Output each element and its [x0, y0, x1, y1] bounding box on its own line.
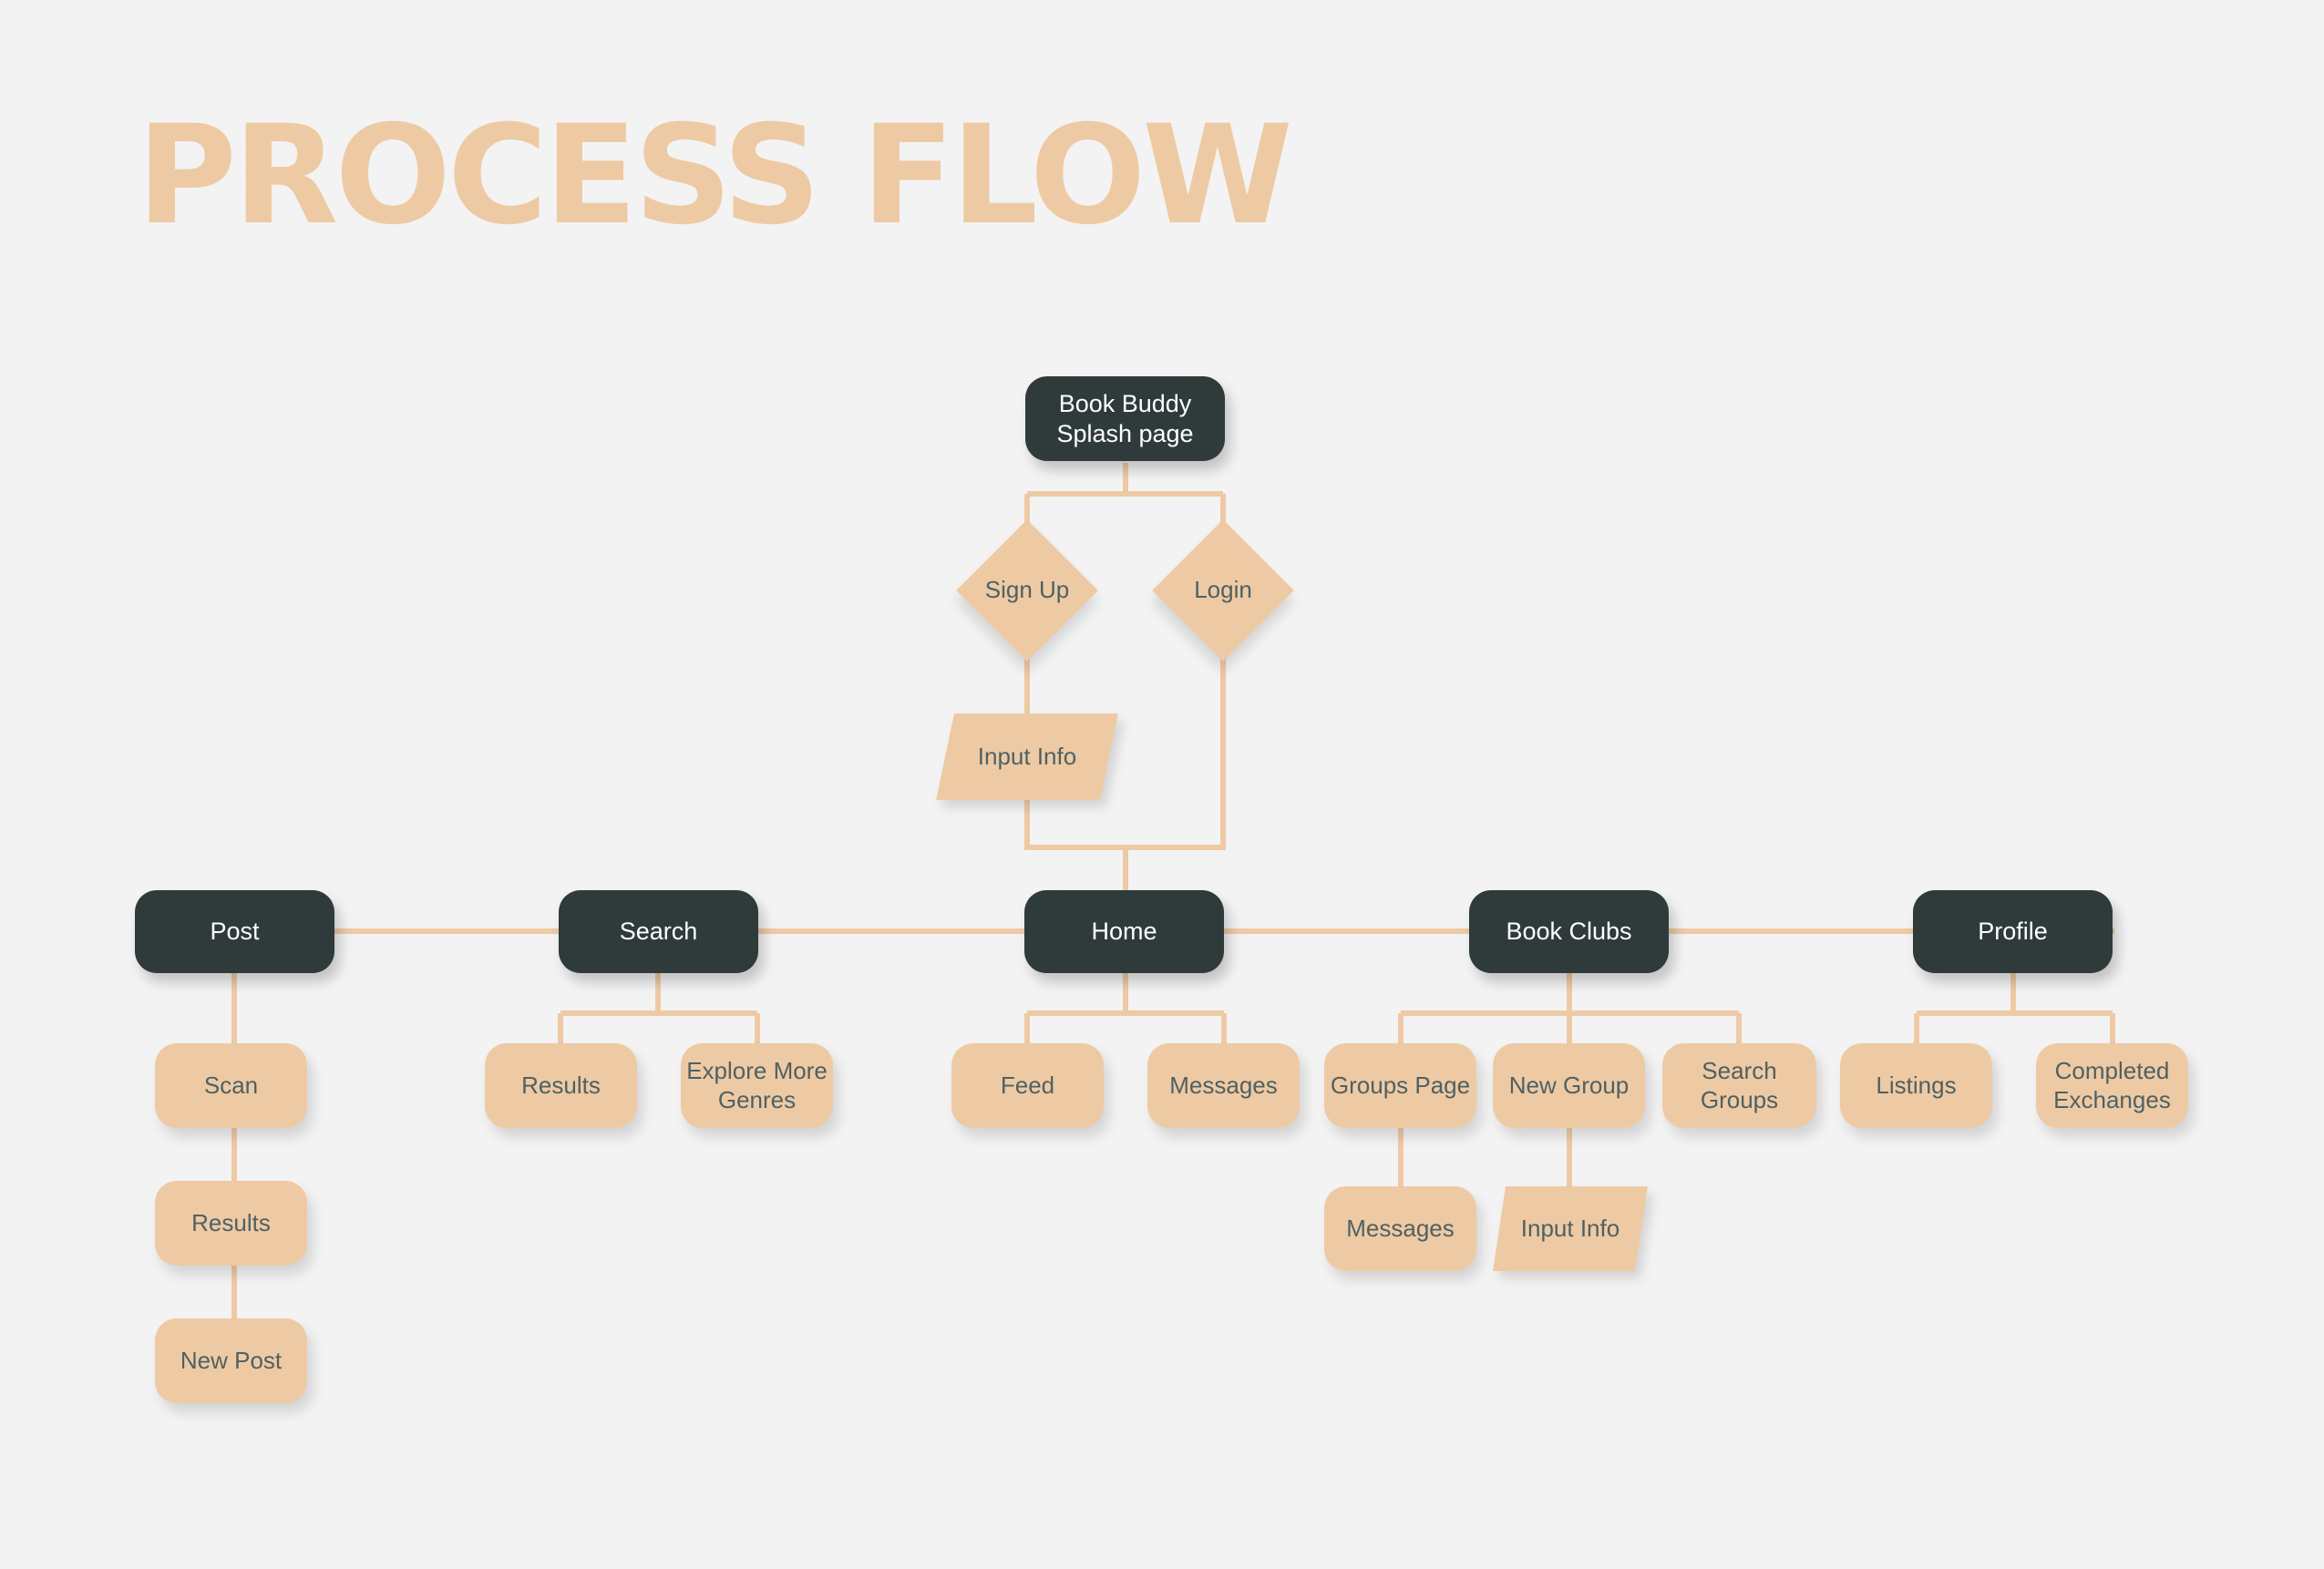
sign-up-label: Sign Up: [984, 576, 1070, 604]
group-input-info-label: Input Info: [1520, 1214, 1620, 1242]
search-node: Search: [559, 890, 758, 973]
completed-exchanges-node: Completed Exchanges: [2036, 1043, 2188, 1128]
input-info-label: Input Info: [977, 742, 1077, 770]
post-node: Post: [135, 890, 334, 973]
group-input-info-node: Input Info: [1493, 1186, 1648, 1271]
connector-profile-children: [1914, 973, 2115, 1043]
search-groups-node: Search Groups: [1662, 1043, 1816, 1128]
feed-node: Feed: [951, 1043, 1104, 1128]
post-results-node: Results: [155, 1181, 307, 1266]
listings-node: Listings: [1840, 1043, 1992, 1128]
connector-input-home: [1024, 658, 1226, 890]
search-results-node: Results: [485, 1043, 637, 1128]
login-label: Login: [1194, 576, 1252, 604]
login-decision: Login: [1152, 519, 1294, 661]
home-node: Home: [1024, 890, 1224, 973]
new-group-node: New Group: [1493, 1043, 1645, 1128]
parallelogram-shape: [1493, 1186, 1648, 1271]
groups-page-node: Groups Page: [1324, 1043, 1476, 1128]
explore-genres-node: Explore More Genres: [681, 1043, 833, 1128]
splash-page-node: Book Buddy Splash page: [1025, 376, 1225, 461]
page-title: PROCESS FLOW: [137, 97, 1293, 255]
home-messages-node: Messages: [1147, 1043, 1300, 1128]
new-post-node: New Post: [155, 1318, 307, 1403]
connector-clubs-children: [1398, 973, 1742, 1186]
connector-search-children: [558, 973, 760, 1043]
sign-up-decision: Sign Up: [956, 519, 1098, 661]
scan-node: Scan: [155, 1043, 307, 1128]
profile-node: Profile: [1913, 890, 2113, 973]
book-clubs-node: Book Clubs: [1469, 890, 1669, 973]
connector-splash-decisions: [1024, 463, 1226, 542]
connector-home-children: [1024, 973, 1227, 1043]
parallelogram-shape: [936, 713, 1118, 800]
input-info-node: Input Info: [936, 713, 1118, 800]
groups-messages-node: Messages: [1324, 1186, 1476, 1271]
